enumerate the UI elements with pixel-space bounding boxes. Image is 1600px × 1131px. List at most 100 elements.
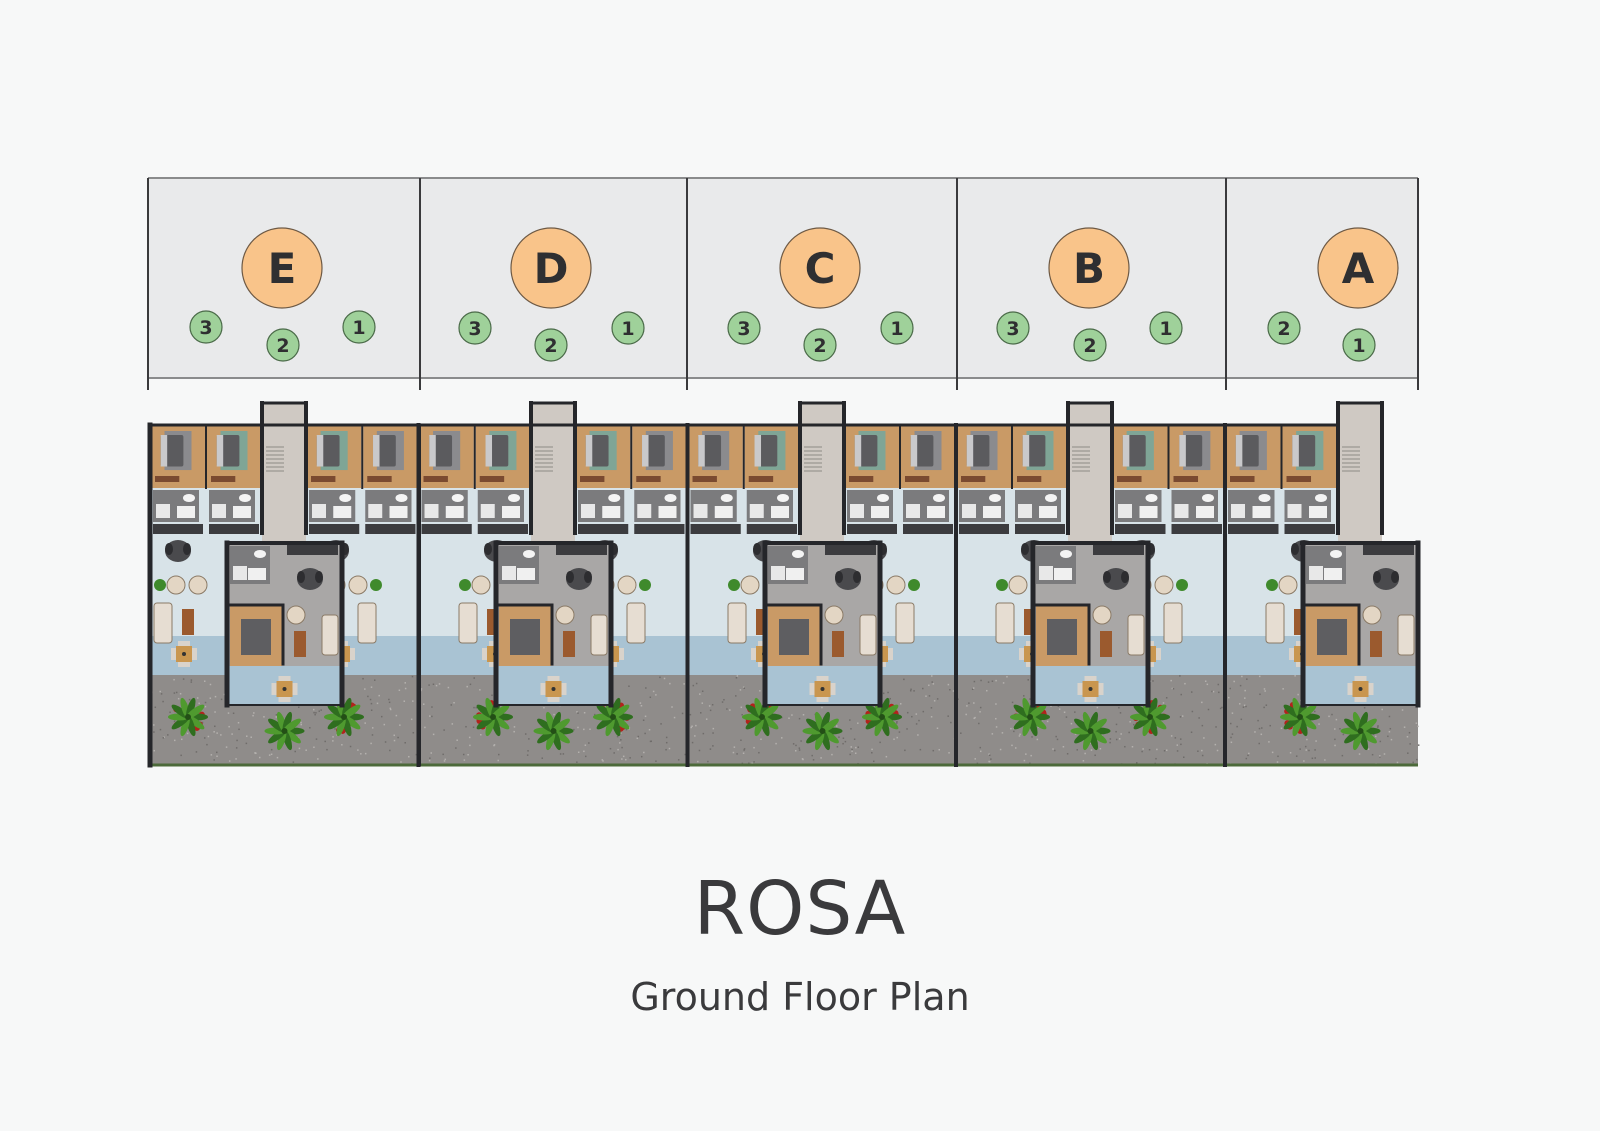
bedroom [576, 425, 630, 488]
kitchen-counter-icon [1093, 545, 1144, 555]
shower-icon [212, 504, 226, 518]
chair-icon [293, 683, 298, 695]
armchair-icon [349, 576, 367, 594]
dining-set [835, 568, 861, 590]
kitchen-counter-icon [309, 524, 359, 534]
pillow-icon [755, 435, 762, 467]
sink-icon [333, 506, 351, 518]
bed-icon [510, 619, 540, 655]
chair-icon [1021, 543, 1029, 555]
sink-icon [248, 568, 266, 580]
shower-icon [156, 504, 170, 518]
wardrobe-icon [961, 476, 985, 482]
toilet-icon [452, 494, 464, 502]
coffee-table-icon [182, 609, 194, 635]
armchair-icon [472, 576, 490, 594]
sink-icon [502, 506, 520, 518]
bedroom [1170, 425, 1225, 488]
chair-icon [1099, 683, 1104, 695]
wardrobe-icon [424, 476, 448, 482]
bathroom [1285, 490, 1332, 522]
chair-icon [178, 662, 190, 667]
shower-icon [771, 566, 785, 580]
shower-icon [1018, 504, 1032, 518]
plant-icon [908, 579, 920, 591]
chair-icon [192, 648, 197, 660]
chair-icon [835, 571, 843, 583]
unit-number: 3 [199, 317, 212, 339]
bathroom [847, 490, 893, 522]
kitchen-counter-icon [578, 524, 628, 534]
chair-icon [1289, 648, 1294, 660]
unit-number: 2 [1083, 335, 1096, 357]
bathroom [309, 490, 355, 522]
bed-icon [1047, 619, 1077, 655]
chair-icon [315, 571, 323, 583]
bedroom [420, 425, 474, 488]
toilet-icon [1060, 550, 1072, 558]
armchair-icon [1009, 576, 1027, 594]
armchair-icon [618, 576, 636, 594]
armchair-icon [741, 576, 759, 594]
toilet-icon [183, 494, 195, 502]
sink-icon [390, 506, 408, 518]
chair-icon [566, 571, 574, 583]
sink-icon [1253, 506, 1271, 518]
shower-icon [368, 504, 382, 518]
kitchen-counter-icon [287, 545, 338, 555]
shower-icon [906, 504, 920, 518]
wardrobe-icon [1117, 476, 1142, 482]
armchair-icon [287, 606, 305, 624]
sofa-icon [591, 615, 607, 655]
chair-icon [1369, 683, 1374, 695]
bedroom [689, 425, 743, 488]
building-floor-plan [150, 403, 1419, 766]
chair-icon [1085, 697, 1097, 702]
chair-icon [171, 648, 176, 660]
wardrobe-icon [1287, 476, 1312, 482]
block-label: D [534, 244, 569, 293]
shower-icon [502, 566, 516, 580]
chair-icon [751, 648, 756, 660]
unit-number: 3 [737, 318, 750, 340]
chair-icon [165, 543, 173, 555]
shower-icon [481, 504, 495, 518]
sink-icon [786, 568, 804, 580]
kitchen-counter-icon [1285, 524, 1336, 534]
bedroom [1226, 425, 1281, 488]
unit-number: 1 [1352, 335, 1365, 357]
shower-icon [694, 504, 708, 518]
sofa-icon [860, 615, 876, 655]
kitchen-counter-icon [825, 545, 876, 555]
bathroom [1306, 546, 1346, 584]
toilet-icon [721, 494, 733, 502]
dining-set [297, 568, 323, 590]
pillow-icon [586, 435, 593, 467]
bathroom [230, 546, 270, 584]
sink-icon [659, 506, 677, 518]
chair-icon [619, 648, 624, 660]
wardrobe-icon [1017, 476, 1041, 482]
wardrobe-icon [155, 476, 179, 482]
sofa-icon [1266, 603, 1284, 643]
shower-icon [233, 566, 247, 580]
toilet-icon [508, 494, 520, 502]
sofa-icon [627, 603, 645, 643]
sink-icon [983, 506, 1001, 518]
chair-icon [1121, 571, 1129, 583]
kitchen-counter-icon [153, 524, 203, 534]
kitchen-counter-icon [422, 524, 472, 534]
stair-landing [1338, 403, 1382, 543]
bathroom [1172, 490, 1219, 522]
sofa-icon [896, 603, 914, 643]
shower-icon [637, 504, 651, 518]
armchair-icon [825, 606, 843, 624]
chair-icon [350, 648, 355, 660]
chair-icon [817, 676, 829, 681]
sink-icon [715, 506, 733, 518]
shower-icon [750, 504, 764, 518]
block-label: E [268, 244, 297, 293]
wardrobe-icon [1174, 476, 1199, 482]
block-key-strip: E321D321C321B321A21 [148, 178, 1418, 390]
